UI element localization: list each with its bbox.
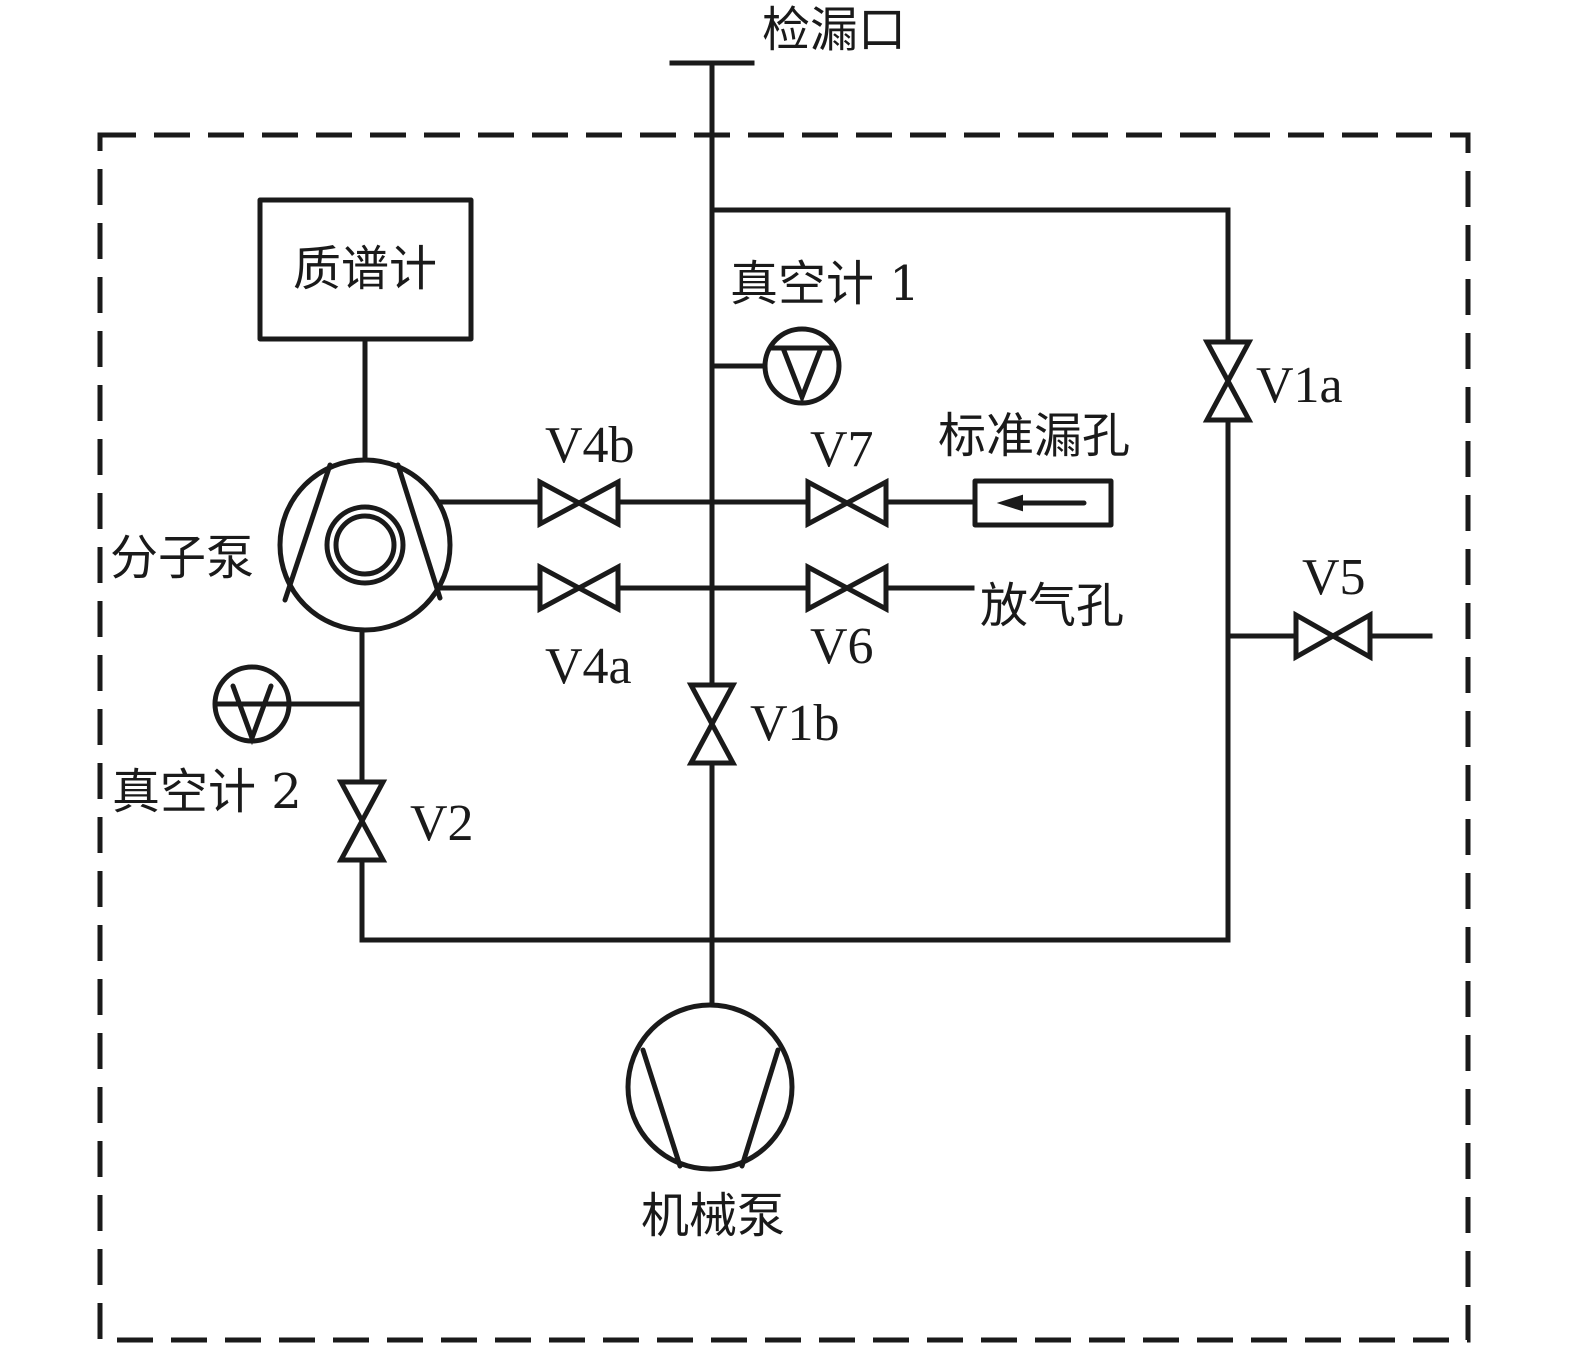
valve-v4b-label: V4b	[545, 417, 635, 474]
valve-v4a-label: V4a	[545, 638, 632, 695]
molecular-pump-symbol	[277, 457, 453, 633]
valve-v1a-label: V1a	[1256, 357, 1343, 414]
vacuum-gauge-2-symbol	[212, 664, 292, 746]
valve-v7	[805, 477, 889, 529]
mass-spectrometer-label: 质谱计	[293, 241, 437, 297]
valve-v2-label: V2	[410, 795, 474, 852]
valve-v7-label: V7	[810, 421, 874, 478]
valve-v4a	[537, 562, 621, 614]
vacuum-gauge-1-symbol	[762, 326, 842, 406]
instrument-boundary	[97, 132, 1471, 1343]
vacuum-gauge-1-label: 真空计 1	[730, 256, 920, 312]
valve-v6-label: V6	[810, 618, 874, 675]
valve-v1b-label: V1b	[750, 695, 840, 752]
valve-v2	[336, 779, 388, 863]
standard-leak-element	[972, 478, 1114, 528]
valve-v1b	[686, 682, 738, 766]
valve-v6	[805, 562, 889, 614]
valve-v4b	[537, 477, 621, 529]
valve-v1a	[1202, 339, 1254, 423]
valve-v5-label: V5	[1302, 549, 1366, 606]
piping	[287, 60, 1433, 1008]
standard-leak-label: 标准漏孔	[938, 408, 1130, 464]
mechanical-pump-label: 机械泵	[641, 1188, 785, 1244]
leak-port-label: 检漏口	[762, 2, 906, 58]
valve-v5	[1293, 610, 1373, 662]
mechanical-pump-symbol	[625, 1002, 795, 1172]
molecular-pump-label: 分子泵	[110, 530, 254, 586]
mass-spectrometer-box	[257, 197, 474, 342]
vacuum-gauge-2-label: 真空计 2	[112, 764, 302, 820]
vent-hole-label: 放气孔	[980, 578, 1124, 634]
